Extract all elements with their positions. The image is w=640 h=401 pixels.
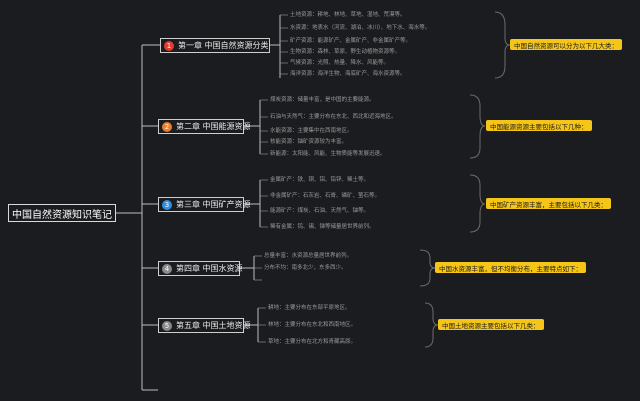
chapter-4-summary[interactable]: 中国水资源丰富，但不均衡分布，主要特点如下： [435, 262, 586, 273]
chapter-3-leaf[interactable]: 金属矿产：铁、铜、铝、铅锌、稀土等。 [270, 177, 370, 183]
chapter-2-topic[interactable]: 2 第二章 中国能源资源 [158, 119, 251, 134]
chapter-2-leaf[interactable]: 石油与天然气：主要分布在东北、西北和近海地区。 [270, 114, 397, 120]
chapter-1-leaf[interactable]: 土地资源：耕地、林地、草地、湿地、荒漠等。 [290, 12, 406, 18]
chapter-3-leaf[interactable]: 非金属矿产：石灰岩、石膏、磷矿、萤石等。 [270, 193, 381, 199]
chapter-3-leaf[interactable]: 稀有金属：钨、锡、锑等储量居世界前列。 [270, 224, 375, 230]
chapter-3-topic[interactable]: 3 第三章 中国矿产资源 [158, 197, 251, 212]
chapter-4-leaf[interactable]: 总量丰富：水资源总量居世界前列。 [264, 253, 353, 259]
number-2-icon: 2 [162, 121, 172, 132]
chapter-4-title: 第四章 中国水资源 [176, 264, 243, 273]
chapter-3-summary[interactable]: 中国矿产资源丰富，主要包括以下几类： [486, 198, 611, 209]
chapter-2-leaf[interactable]: 水能资源：主要集中在西南地区。 [270, 128, 353, 134]
chapter-1-summary[interactable]: 中国自然资源可以分为以下几大类： [510, 39, 622, 50]
chapter-3-leaf[interactable]: 能源矿产：煤炭、石油、天然气、铀等。 [270, 208, 370, 214]
chapter-1-leaf[interactable]: 水资源：地表水（河流、湖泊、冰川）、地下水、海水等。 [290, 25, 431, 31]
chapter-5-leaf[interactable]: 耕地：主要分布在东部平原地区。 [268, 305, 351, 311]
number-1-icon: 1 [164, 40, 174, 51]
chapter-1-topic[interactable]: 1 第一章 中国自然资源分类 [160, 38, 270, 53]
chapter-5-leaf[interactable]: 草地：主要分布在北方和青藏高原。 [268, 339, 357, 345]
chapter-1-leaf[interactable]: 气候资源：光照、热量、降水、风能等。 [290, 60, 390, 66]
chapter-1-leaf[interactable]: 生物资源：森林、草原、野生动植物资源等。 [290, 49, 401, 55]
chapter-5-topic[interactable]: 5 第五章 中国土地资源 [158, 318, 251, 333]
chapter-5-leaf[interactable]: 林地：主要分布在东北和西南地区。 [268, 322, 357, 328]
chapter-5-summary[interactable]: 中国土地资源主要包括以下几类： [438, 319, 544, 330]
chapter-1-leaf[interactable]: 海洋资源：海洋生物、海底矿产、海水资源等。 [290, 71, 406, 77]
chapter-1-leaf[interactable]: 矿产资源：能源矿产、金属矿产、非金属矿产等。 [290, 38, 412, 44]
chapter-3-title: 第三章 中国矿产资源 [176, 200, 251, 209]
root-topic[interactable]: 中国自然资源知识笔记 [8, 204, 116, 222]
number-5-icon: 5 [162, 320, 172, 331]
chapter-2-leaf[interactable]: 核能资源：铀矿资源较为丰富。 [270, 139, 348, 145]
chapter-2-leaf[interactable]: 新能源：太阳能、风能、生物质能等发展迅速。 [270, 151, 386, 157]
chapter-1-title: 第一章 中国自然资源分类 [178, 41, 269, 50]
number-4-icon: 4 [162, 263, 172, 274]
chapter-4-topic[interactable]: 4 第四章 中国水资源 [158, 261, 243, 276]
chapter-5-title: 第五章 中国土地资源 [176, 321, 251, 330]
chapter-2-title: 第二章 中国能源资源 [176, 122, 251, 131]
number-3-icon: 3 [162, 199, 172, 210]
chapter-2-leaf[interactable]: 煤炭资源：储量丰富，是中国的主要能源。 [270, 97, 375, 103]
chapter-4-leaf[interactable]: 分布不均：南多北少，东多西少。 [264, 265, 347, 271]
chapter-2-summary[interactable]: 中国能源资源主要包括以下几种： [486, 120, 592, 131]
